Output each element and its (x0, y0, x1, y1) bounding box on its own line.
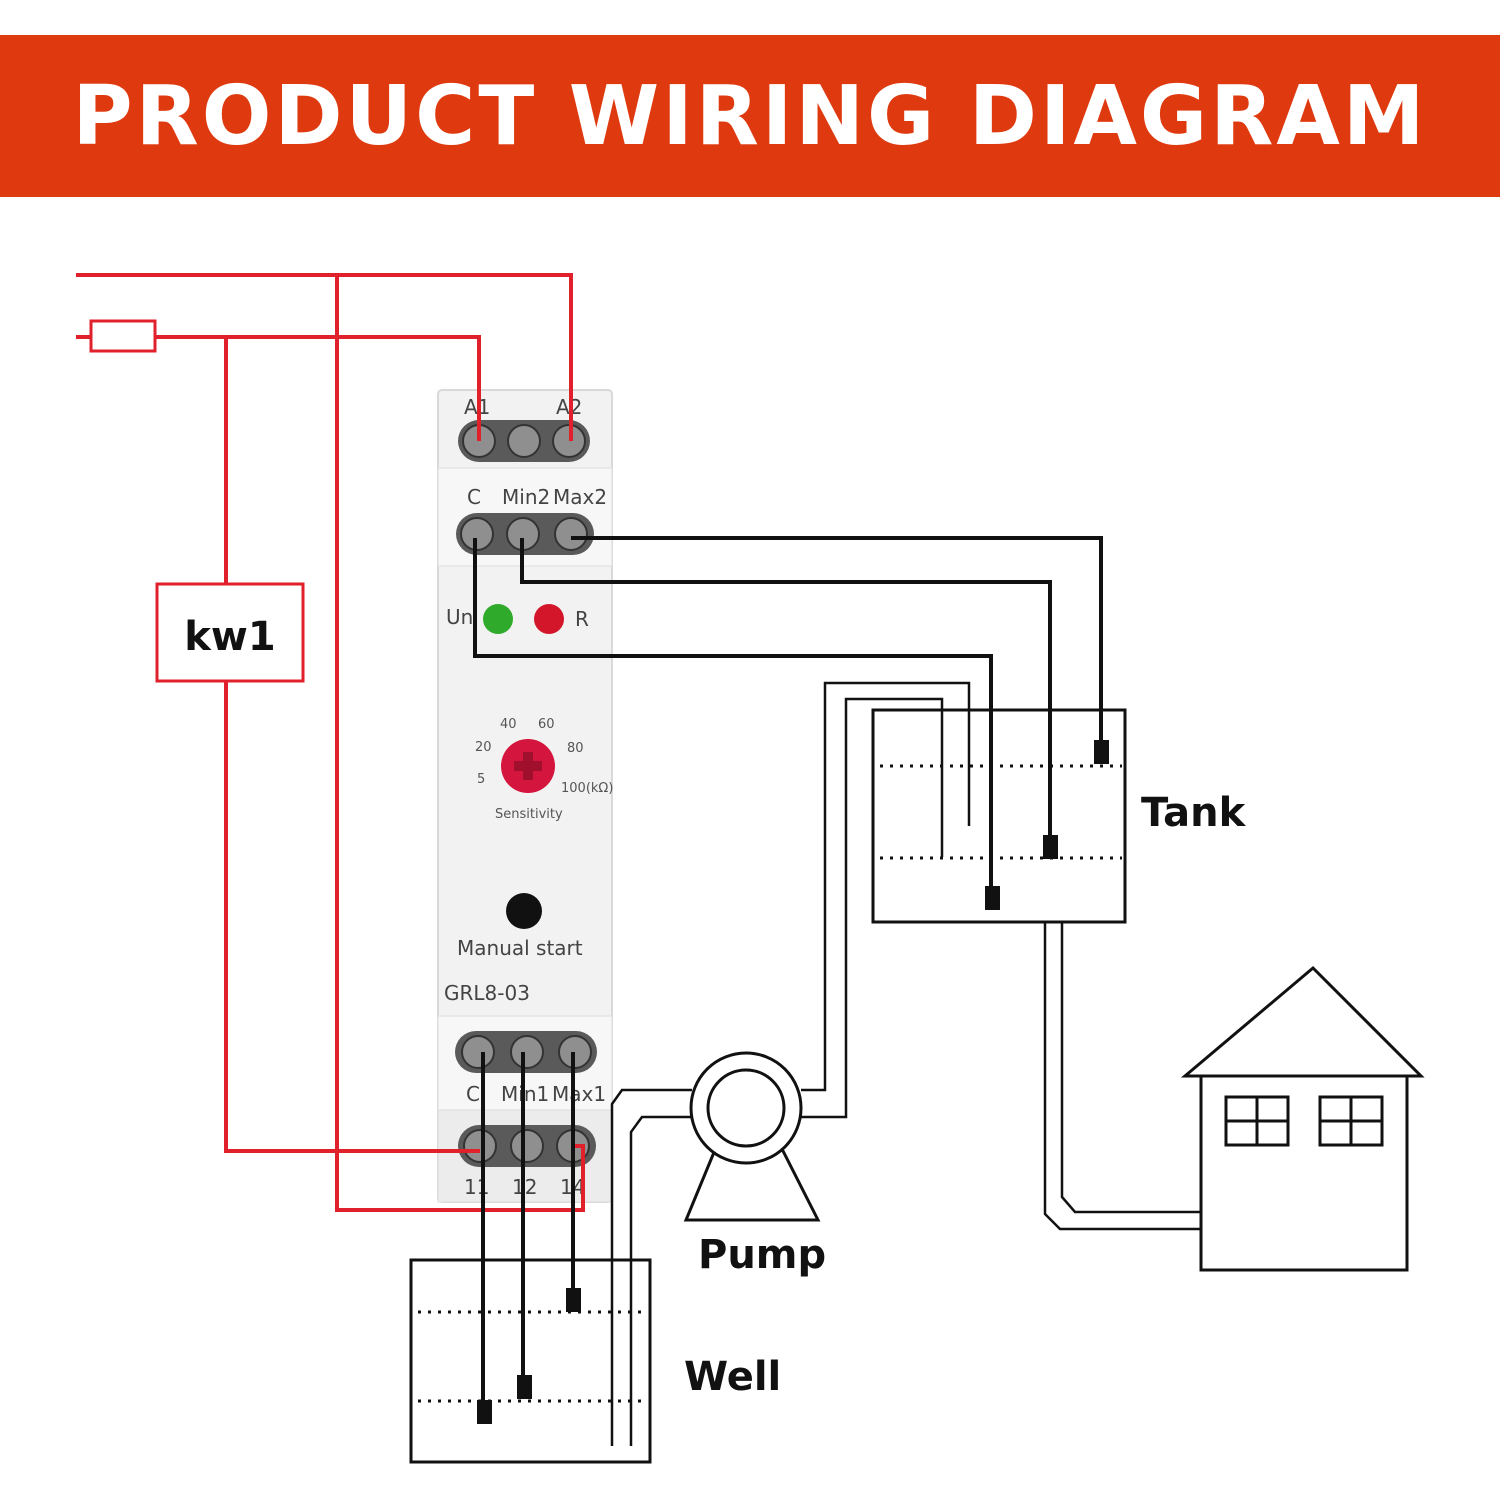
well-max-probe-icon (566, 1288, 581, 1312)
well-min-probe-icon (517, 1375, 532, 1399)
terminal-label-max2: Max2 (553, 485, 607, 509)
dial-tick-40: 40 (500, 717, 517, 732)
dial-tick-5: 5 (477, 772, 485, 787)
dial-tick-80: 80 (567, 741, 584, 756)
terminal-label-min2: Min2 (502, 485, 550, 509)
tank-common-probe-icon (985, 886, 1000, 910)
dial-tick-60: 60 (538, 717, 555, 732)
dial-label: Sensitivity (495, 807, 563, 822)
coil-kw1: kw1 (155, 582, 305, 683)
relay-led-icon (534, 604, 564, 634)
dial-tick-20: 20 (475, 740, 492, 755)
fuse-icon (89, 319, 157, 353)
dial-tick-100: 100(kΩ) (561, 781, 613, 796)
terminal-label-11: 11 (464, 1175, 489, 1199)
pump: Pump (683, 1051, 826, 1278)
house-icon (1180, 965, 1425, 1272)
terminal-label-c-lower: C (466, 1082, 480, 1106)
sensitivity-dial[interactable] (501, 739, 555, 793)
relay-module: A1 A2 C Min2 Max2 C Min1 Max1 11 12 14 U… (437, 389, 613, 1203)
well-label: Well (684, 1354, 781, 1400)
page-title: PRODUCT WIRING DIAGRAM (72, 68, 1428, 164)
screw-row-contacts (458, 1125, 596, 1167)
terminal-label-min1: Min1 (501, 1082, 549, 1106)
well-common-probe-icon (477, 1400, 492, 1424)
tank-probe-wiring (473, 536, 1109, 910)
title-banner: PRODUCT WIRING DIAGRAM (0, 35, 1500, 197)
well: Well (409, 1258, 781, 1464)
coil-label: kw1 (184, 614, 275, 660)
led-label-power: Un (446, 605, 473, 629)
manual-start-label: Manual start (457, 936, 583, 960)
model-label: GRL8-03 (444, 981, 530, 1005)
manual-start-button[interactable] (506, 893, 542, 929)
power-wiring (76, 273, 585, 1212)
well-probe-wiring (477, 1052, 581, 1424)
pipes (610, 681, 1201, 1446)
terminal-label-c-upper: C (467, 485, 481, 509)
led-label-relay: R (575, 607, 589, 631)
tank-max-probe-icon (1094, 740, 1109, 764)
power-led-icon (483, 604, 513, 634)
tank: Tank (871, 708, 1247, 924)
screw-row-a (458, 420, 590, 462)
pump-label: Pump (698, 1232, 826, 1278)
screw-row-upper-probe (456, 513, 594, 555)
tank-label: Tank (1141, 790, 1247, 836)
terminal-label-max1: Max1 (552, 1082, 606, 1106)
screw-row-lower-probe (455, 1031, 597, 1073)
tank-min-probe-icon (1043, 835, 1058, 859)
